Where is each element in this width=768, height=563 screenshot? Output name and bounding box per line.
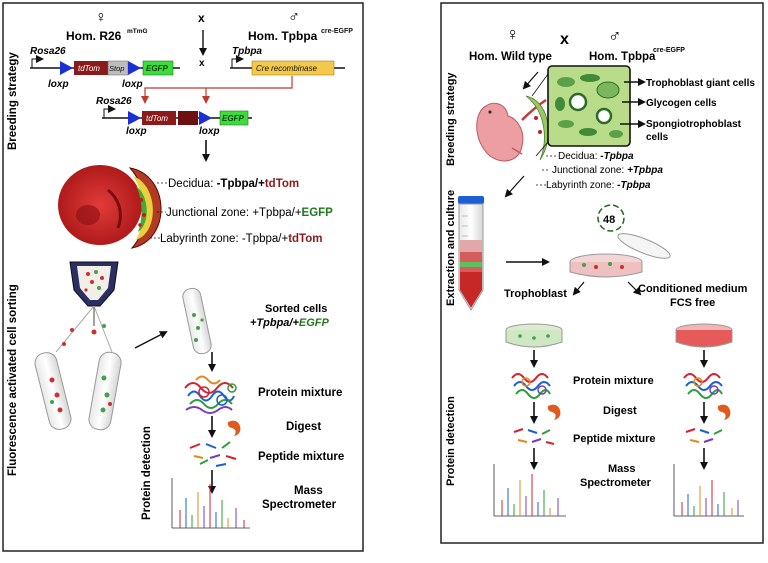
right-digest-enzyme-2 [717,404,731,420]
left-mass-line1: Mass [294,485,323,497]
sorted-cells-marker: +Tpbpa/+EGFP [250,317,330,329]
left-label-breeding: Breeding strategy [7,52,19,150]
right-female-symbol: ♀ [506,24,520,44]
facs-sorter-illustration [34,261,122,431]
male-parent-sup: cre-EGFP [321,28,353,35]
fcs-free-label: FCS free [670,297,715,309]
right-protein-right-illustration [683,373,723,399]
cross-small: x [199,58,205,69]
left-protein-mixture: Protein mixture [258,387,342,399]
cell-spongiotrophoblast: Spongiotrophoblast [646,119,742,130]
right-cross-symbol: x [560,31,569,48]
right-zone-decidua: Decidua: -Tpbpa [558,151,634,162]
tdtom-text: tdTom [78,64,100,73]
loxp-triangle-2 [128,61,141,75]
sorted-cells-label: Sorted cells [265,303,327,315]
placenta-illustration [58,165,162,249]
right-mass-line1: Mass [608,463,636,475]
right-zone-junctional: Junctional zone: +Tpbpa [552,165,663,176]
right-mass-spectrum-right [673,464,744,517]
left-peptide-illustration [189,441,237,467]
female-parent-sup: mTmG [127,28,148,35]
left-digest: Digest [286,421,321,433]
loxp-triangle-4 [199,111,212,125]
tpbpa-label: Tpbpa [232,46,262,57]
sorted-tube [182,287,212,355]
right-male-symbol: ♂ [608,26,622,46]
conditioned-medium-label: Conditioned medium [638,283,748,295]
right-protein-mixture: Protein mixture [573,375,654,387]
right-protein-left-illustration [511,373,551,399]
right-label-breeding: Breeding strategy [445,72,457,166]
right-label-extraction: Extraction and culture [445,190,457,306]
loxp-label-1: loxp [48,79,69,90]
cross-symbol: x [198,11,205,25]
loxp-triangle [60,61,73,75]
tdtom-box [74,61,108,75]
right-mass-spectrum-left [493,464,566,517]
egfp-text-2: EGFP [222,114,244,123]
falcon-tube [458,196,484,311]
loxp-label-2: loxp [122,79,143,90]
right-digest: Digest [603,405,637,417]
left-mass-line2: Spectrometer [262,499,337,511]
clock-icon [597,204,625,232]
zoomed-tissue [547,65,631,147]
trophoblast-dish [505,323,563,348]
right-digest-enzyme-1 [547,404,561,420]
cell-glycogen: Glycogen cells [646,98,717,109]
male-symbol: ♂ [288,9,300,26]
right-peptide-mixture: Peptide mixture [573,433,656,445]
hours-label: 48 [603,214,615,226]
right-peptide-left [513,428,555,445]
right-male-sup: cre-EGFP [653,47,685,54]
recombined-box [178,111,198,125]
loxp-label-3: loxp [126,126,147,137]
right-mass-line2: Spectrometer [580,477,652,489]
left-panel-frame [2,2,364,552]
right-zone-labyrinth: Labyrinth zone: -Tpbpa [546,180,651,191]
medium-dish [675,323,733,348]
male-parent-label: Hom. Tpbpa [248,29,318,43]
egfp-text: EGFP [146,64,168,73]
protein-mixture-illustration [184,375,237,414]
cre-box [251,60,335,76]
embryo-illustration [476,95,549,162]
loxp-triangle-3 [128,111,141,125]
right-male-parent: Hom. Tpbpa [589,51,656,63]
female-symbol: ♀ [95,9,107,26]
trophoblast-label: Trophoblast [504,288,567,300]
rosa26-label-2: Rosa26 [96,96,132,107]
right-peptide-right [685,428,723,443]
wild-type-label: Hom. Wild type [469,51,552,63]
right-label-protein: Protein detection [445,396,457,486]
left-label-facs: Fluorescence activated cell sorting [7,284,19,476]
left-peptide-mixture: Peptide mixture [258,451,344,463]
cre-text: Cre recombinase [256,64,317,73]
left-label-protein: Protein detection [141,426,153,520]
zone-decidua: Decidua: -Tpbpa/+tdTom [168,178,299,190]
zone-junctional: Junctional zone: +Tpbpa/+EGFP [166,207,333,219]
petri-dish [569,233,671,278]
rosa26-label: Rosa26 [30,46,66,57]
tdtom-box-2 [142,111,176,125]
tdtom-text-2: tdTom [146,114,168,123]
egfp-box [142,60,174,76]
cell-trophoblast-giant: Trophoblast giant cells [646,78,755,89]
left-digest-enzyme [227,420,241,436]
cell-spongiotrophoblast-2: cells [646,132,669,143]
female-parent-label: Hom. R26 [66,29,122,43]
loxp-label-4: loxp [199,126,220,137]
zone-labyrinth: Labyrinth zone: -Tpbpa/+tdTom [160,233,322,245]
stop-text: Stop [109,64,124,73]
left-mass-spectrum [171,478,250,529]
egfp-box-2 [219,110,249,126]
